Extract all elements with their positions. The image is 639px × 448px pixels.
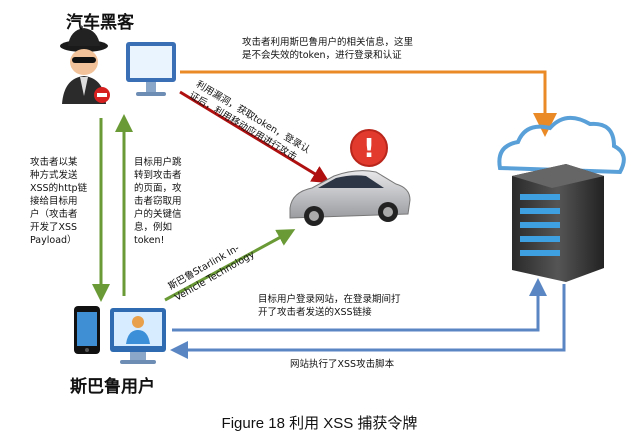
- label-top-arrow: 攻击者利用斯巴鲁用户的相关信息，这里 是不会失效的token，进行登录和认证: [242, 37, 414, 61]
- hacker-title: 汽车黑客: [66, 13, 134, 33]
- alert-symbol: !: [363, 134, 375, 164]
- phone-icon: [74, 306, 100, 354]
- car-icon: [289, 170, 411, 226]
- alert-icon: !: [350, 129, 388, 167]
- label-xss-exec: 网站执行了XSS攻击脚本: [290, 359, 395, 370]
- arrow-user-to-server: [172, 278, 547, 332]
- label-login: 目标用户登录网站，在登录期间打 开了攻击者发送的XSS链接: [258, 294, 401, 318]
- label-left-up: 目标用户跳 转到攻击者 的页面，攻 击者窃取用 户的关键信 息，例如 token…: [134, 157, 182, 246]
- user-monitor-icon: [110, 308, 166, 364]
- arrow-user-to-car: [164, 229, 296, 302]
- arrow-hacker-to-server: [180, 70, 557, 137]
- arrow-hacker-to-car: [179, 90, 331, 184]
- server-icon: [512, 164, 604, 282]
- label-left-down: 攻击者以某 种方式发送 XSS的http链 接给目标用 户（攻击者 开发了XSS…: [30, 157, 88, 246]
- arrow-server-to-user: [170, 284, 566, 359]
- figure-caption: Figure 18 利用 XSS 捕获令牌: [221, 415, 418, 432]
- hacker-icon: [60, 28, 110, 104]
- cloud-icon: [497, 116, 626, 175]
- user-title: 斯巴鲁用户: [70, 377, 155, 397]
- hacker-monitor-icon: [126, 42, 176, 96]
